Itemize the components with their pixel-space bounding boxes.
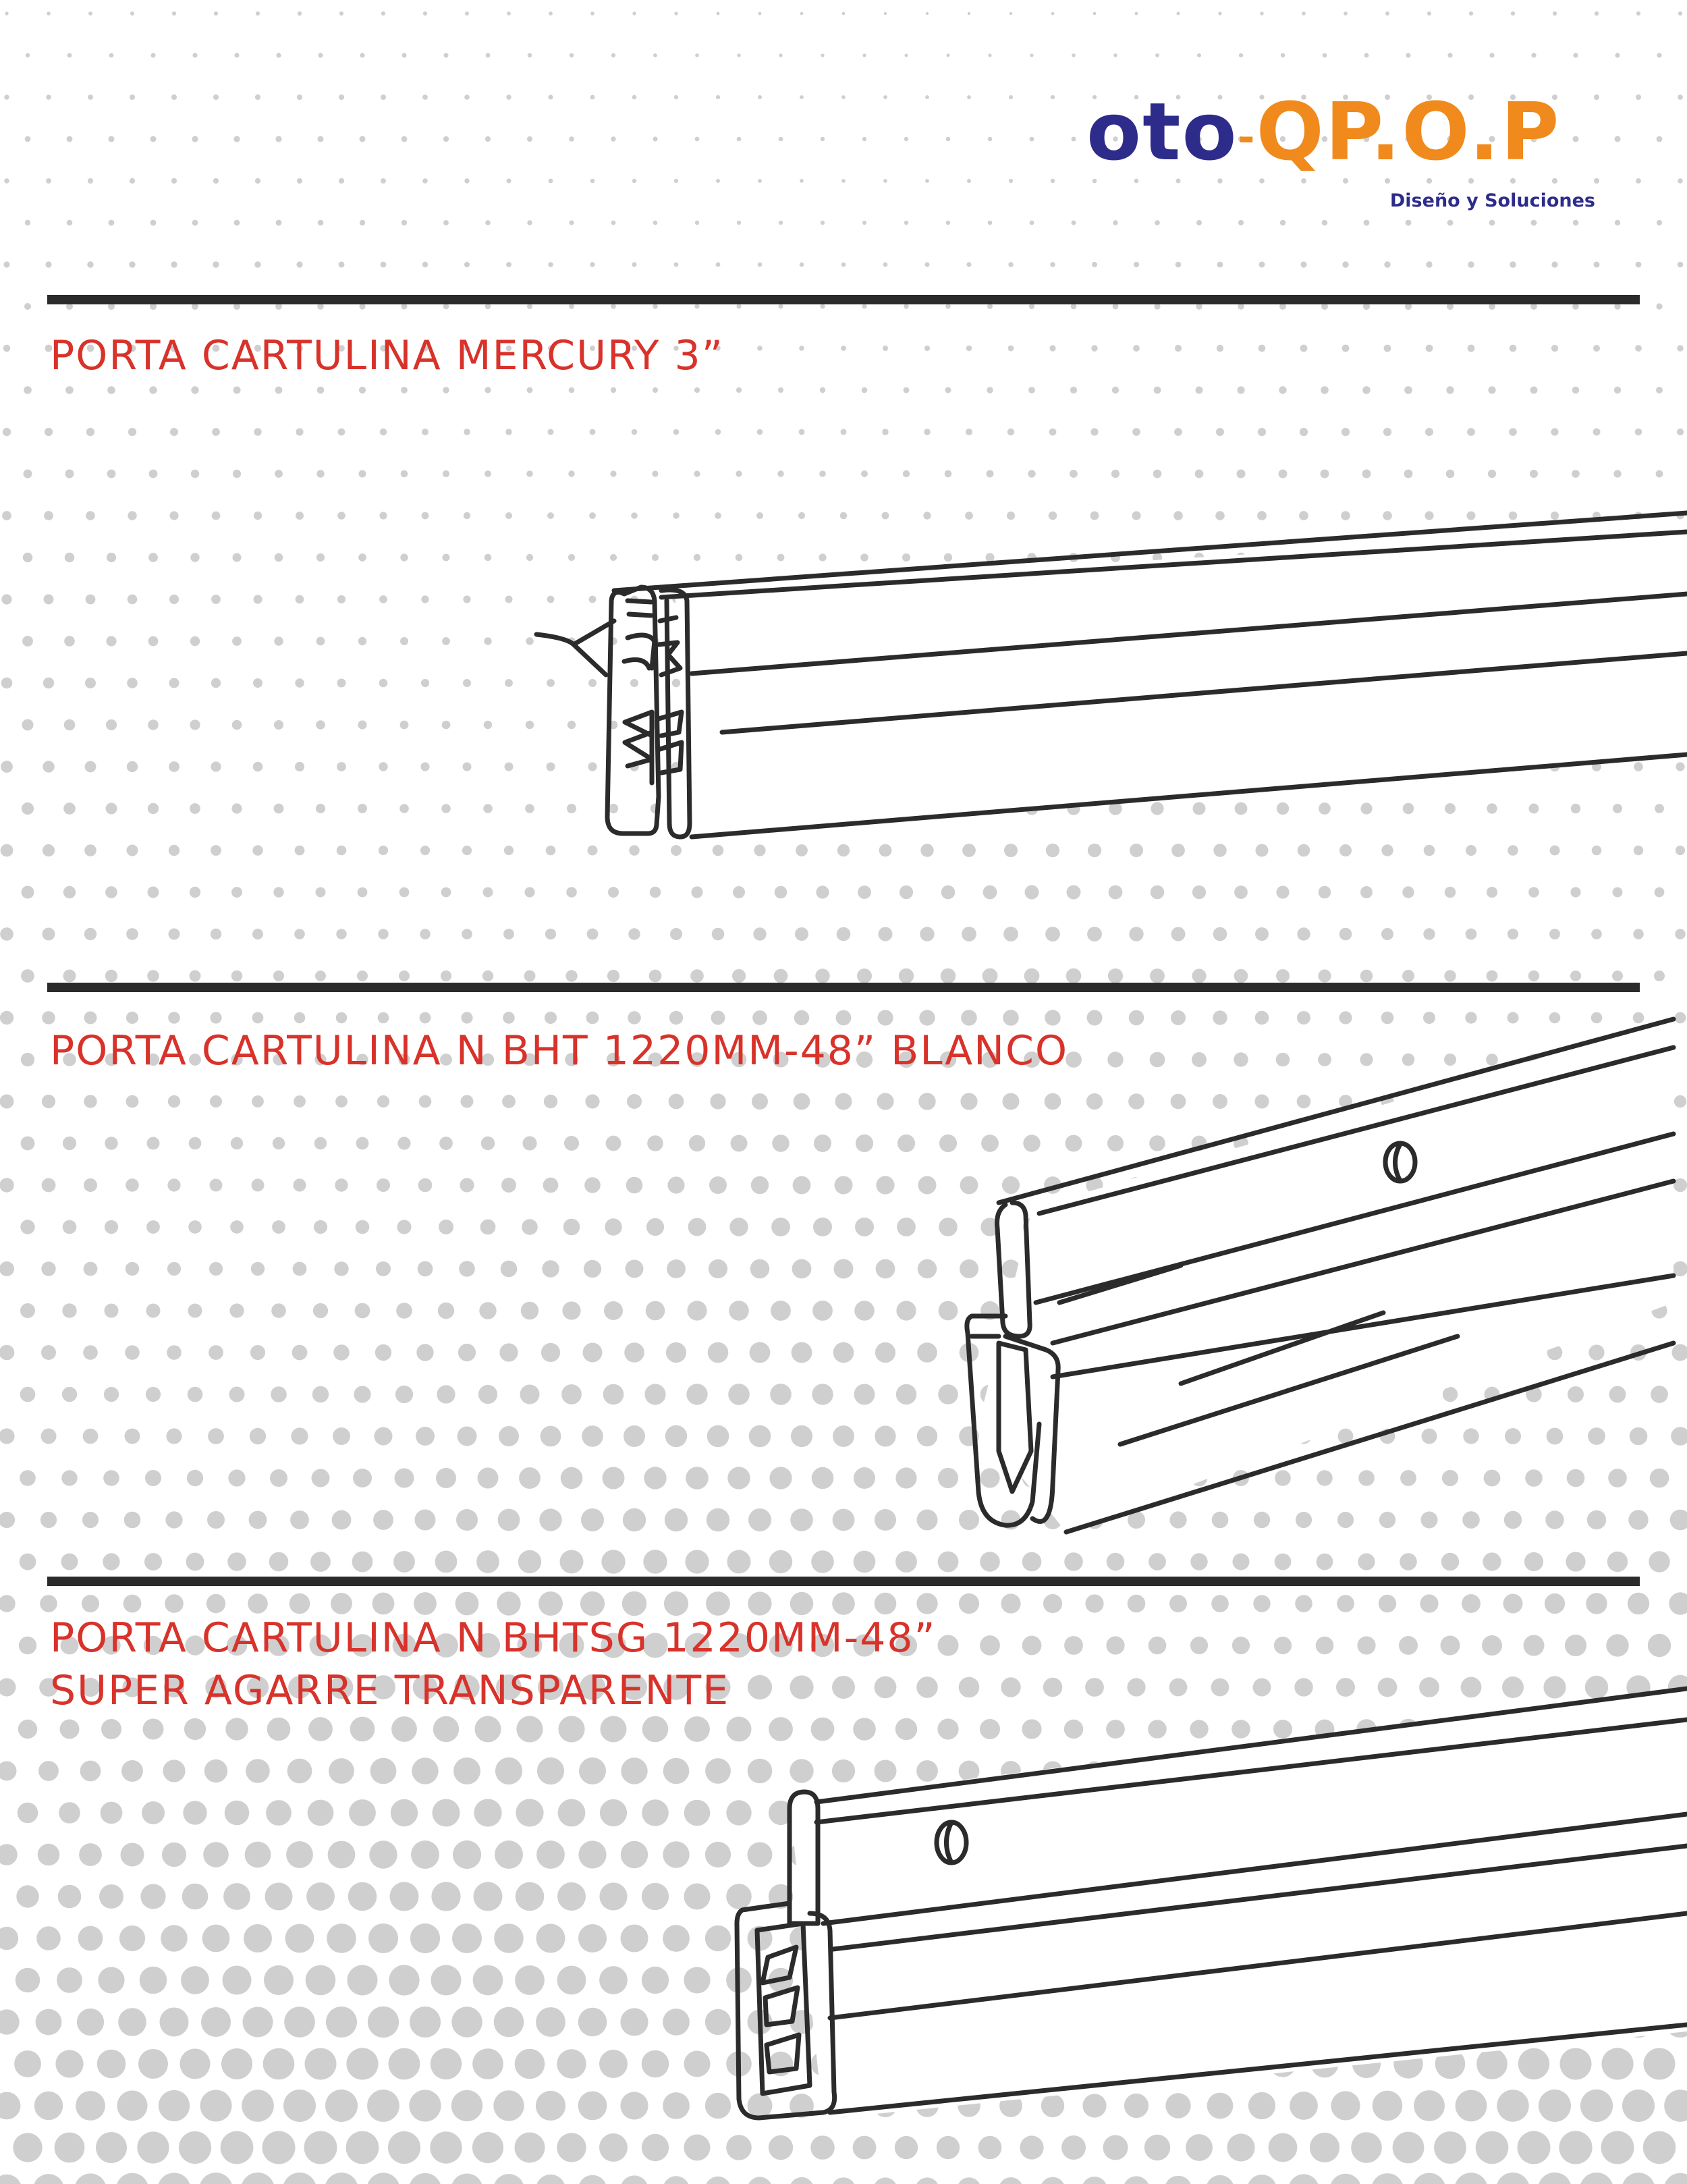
product-title-line: SUPER AGARRE TRANSPARENTE — [50, 1667, 730, 1714]
product-title-line: PORTA CARTULINA N BHT 1220MM-48” BLANCO — [50, 1027, 1069, 1074]
logo-wordmark: oto-QP.O.P — [1086, 81, 1560, 188]
product-title-bht: PORTA CARTULINA N BHT 1220MM-48” BLANCO — [50, 1025, 1068, 1077]
logo-tagline: Diseño y Soluciones — [1389, 190, 1595, 211]
section-divider — [47, 983, 1640, 992]
section-divider — [47, 1577, 1640, 1586]
logo-dash: - — [1238, 113, 1256, 161]
product-title-bhtsg: PORTA CARTULINA N BHTSG 1220MM-48” SUPER… — [50, 1612, 937, 1717]
product-title-mercury: PORTA CARTULINA MERCURY 3” — [50, 329, 724, 382]
logo-qpop: QP.O.P — [1256, 85, 1561, 178]
section-divider — [47, 295, 1640, 304]
bht-profile-drawing — [964, 1016, 1676, 1535]
product-title-line: PORTA CARTULINA MERCURY 3” — [50, 332, 724, 379]
mercury-profile-drawing — [534, 510, 1687, 840]
product-title-line: PORTA CARTULINA N BHTSG 1220MM-48” — [50, 1614, 937, 1662]
logo-oto: oto — [1086, 85, 1238, 178]
brand-logo[interactable]: oto-QP.O.P Diseño y Soluciones — [1086, 81, 1613, 223]
bhtsg-profile-drawing — [734, 1686, 1687, 2121]
